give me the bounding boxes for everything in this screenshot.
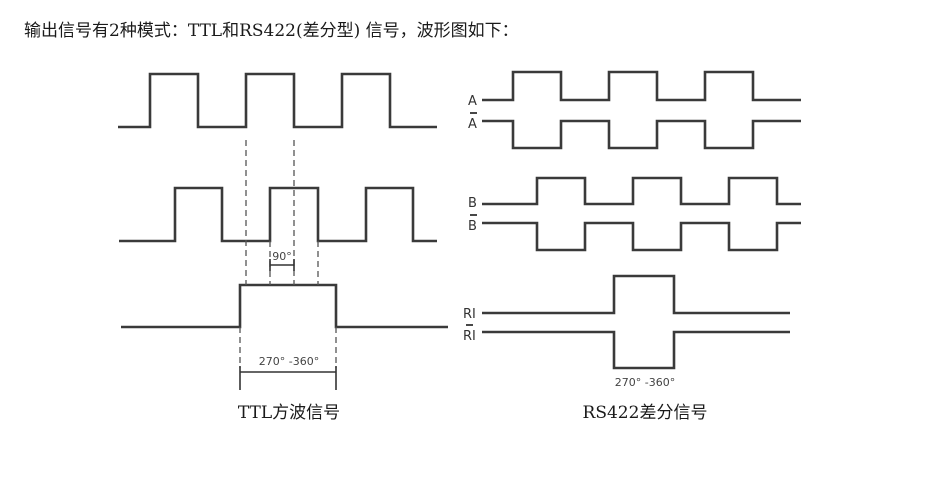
rs422-waveforms: A A B B RI RI 270° -360° RS422差分信号 — [463, 70, 801, 423]
ttl-index-dimension: 270° -360° — [239, 355, 337, 390]
ttl-index-pulse — [121, 283, 448, 329]
rs422-label-a-bar: A — [468, 117, 477, 132]
ttl-waveforms: 90° 270° -360° TTL方波信号 — [118, 72, 448, 423]
rs422-ri-bar-wave — [482, 330, 790, 370]
ttl-phase-label: 90° — [272, 250, 292, 263]
rs422-a-wave — [482, 70, 801, 102]
rs422-a-bar-wave — [482, 119, 801, 150]
rs422-b-bar-wave — [482, 221, 801, 252]
rs422-label-ri-bar: RI — [463, 329, 476, 344]
rs422-label-b-bar: B — [468, 219, 477, 234]
rs422-label-a: A — [468, 94, 477, 109]
rs422-index-width-label: 270° -360° — [615, 376, 675, 389]
rs422-caption: RS422差分信号 — [583, 403, 708, 423]
ttl-channel-b-wave — [119, 186, 437, 243]
ttl-index-width-label: 270° -360° — [259, 355, 319, 368]
rs422-label-b: B — [468, 196, 477, 211]
rs422-label-ri: RI — [463, 307, 476, 322]
intro-text: 输出信号有2种模式：TTL和RS422(差分型) 信号，波形图如下： — [24, 21, 519, 41]
ttl-phase-dimension: 90° — [269, 250, 295, 271]
ttl-channel-a-wave — [118, 72, 437, 129]
rs422-b-wave — [482, 176, 801, 206]
rs422-ri-wave — [482, 274, 790, 315]
ttl-caption: TTL方波信号 — [238, 403, 340, 423]
